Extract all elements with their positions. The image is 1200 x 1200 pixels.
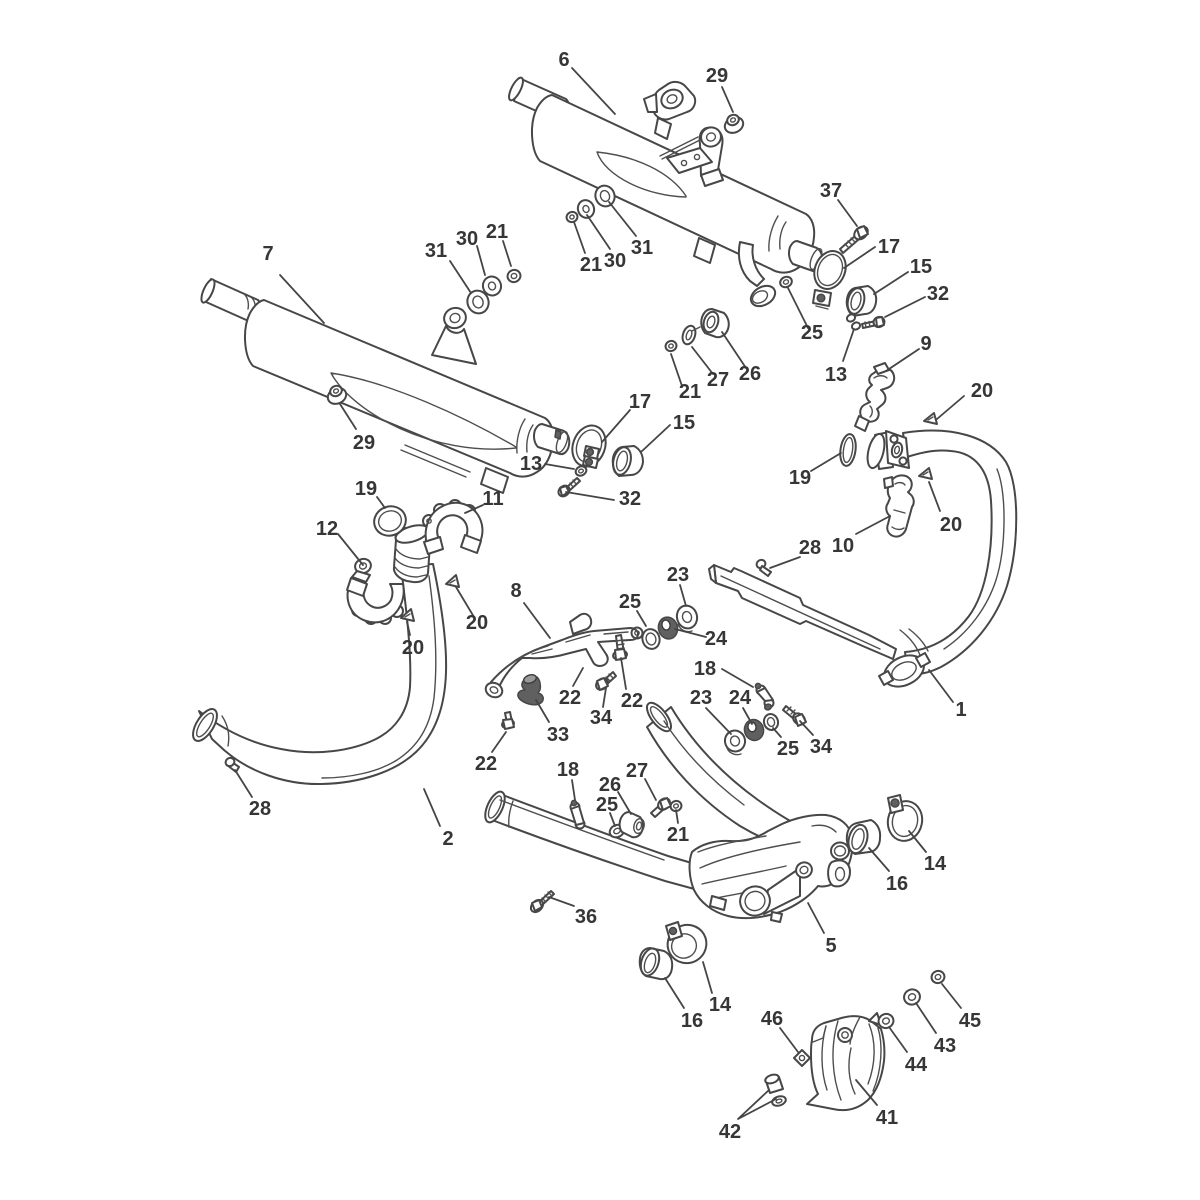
svg-text:24: 24 xyxy=(705,628,728,650)
svg-text:6: 6 xyxy=(558,49,569,71)
svg-text:22: 22 xyxy=(621,690,643,712)
svg-text:14: 14 xyxy=(924,853,947,875)
svg-text:14: 14 xyxy=(709,994,732,1016)
svg-text:2: 2 xyxy=(442,828,453,850)
svg-text:30: 30 xyxy=(456,228,478,250)
svg-text:15: 15 xyxy=(673,412,695,434)
svg-text:43: 43 xyxy=(934,1035,956,1057)
svg-text:12: 12 xyxy=(316,518,338,540)
svg-text:16: 16 xyxy=(886,873,908,895)
svg-text:20: 20 xyxy=(971,380,993,402)
svg-text:21: 21 xyxy=(580,254,602,276)
svg-text:25: 25 xyxy=(596,794,618,816)
svg-text:27: 27 xyxy=(626,760,648,782)
svg-text:25: 25 xyxy=(801,322,823,344)
svg-text:28: 28 xyxy=(249,798,271,820)
svg-text:21: 21 xyxy=(679,381,701,403)
svg-text:28: 28 xyxy=(799,537,821,559)
svg-text:17: 17 xyxy=(629,391,651,413)
svg-text:20: 20 xyxy=(940,514,962,536)
svg-text:22: 22 xyxy=(559,687,581,709)
svg-text:19: 19 xyxy=(355,478,377,500)
svg-text:32: 32 xyxy=(927,283,949,305)
svg-text:41: 41 xyxy=(876,1107,898,1129)
svg-text:18: 18 xyxy=(694,658,716,680)
svg-text:33: 33 xyxy=(547,724,569,746)
svg-text:5: 5 xyxy=(825,935,836,957)
svg-text:30: 30 xyxy=(604,250,626,272)
svg-text:23: 23 xyxy=(690,687,712,709)
svg-text:25: 25 xyxy=(777,738,799,760)
svg-text:26: 26 xyxy=(739,363,761,385)
svg-text:25: 25 xyxy=(619,591,641,613)
svg-text:23: 23 xyxy=(667,564,689,586)
svg-text:9: 9 xyxy=(920,333,931,355)
svg-text:21: 21 xyxy=(667,824,689,846)
svg-text:31: 31 xyxy=(631,237,653,259)
svg-text:18: 18 xyxy=(557,759,579,781)
svg-text:46: 46 xyxy=(761,1008,783,1030)
svg-text:44: 44 xyxy=(905,1054,928,1076)
svg-text:17: 17 xyxy=(878,236,900,258)
svg-text:20: 20 xyxy=(466,612,488,634)
svg-text:29: 29 xyxy=(706,65,728,87)
svg-text:37: 37 xyxy=(820,180,842,202)
svg-text:10: 10 xyxy=(832,535,854,557)
svg-text:1: 1 xyxy=(955,699,966,721)
svg-text:21: 21 xyxy=(486,221,508,243)
svg-text:34: 34 xyxy=(590,707,613,729)
svg-text:19: 19 xyxy=(789,467,811,489)
svg-text:15: 15 xyxy=(910,256,932,278)
svg-text:20: 20 xyxy=(402,637,424,659)
svg-text:24: 24 xyxy=(729,687,752,709)
svg-text:22: 22 xyxy=(475,753,497,775)
svg-text:13: 13 xyxy=(520,453,542,475)
svg-text:29: 29 xyxy=(353,432,375,454)
svg-text:16: 16 xyxy=(681,1010,703,1032)
svg-text:26: 26 xyxy=(599,774,621,796)
svg-text:7: 7 xyxy=(262,243,273,265)
svg-text:8: 8 xyxy=(510,580,521,602)
svg-text:36: 36 xyxy=(575,906,597,928)
svg-text:45: 45 xyxy=(959,1010,981,1032)
svg-text:13: 13 xyxy=(825,364,847,386)
svg-text:31: 31 xyxy=(425,240,447,262)
svg-text:11: 11 xyxy=(482,488,503,510)
svg-text:34: 34 xyxy=(810,736,833,758)
svg-text:42: 42 xyxy=(719,1121,741,1143)
svg-text:32: 32 xyxy=(619,488,641,510)
svg-text:27: 27 xyxy=(707,369,729,391)
